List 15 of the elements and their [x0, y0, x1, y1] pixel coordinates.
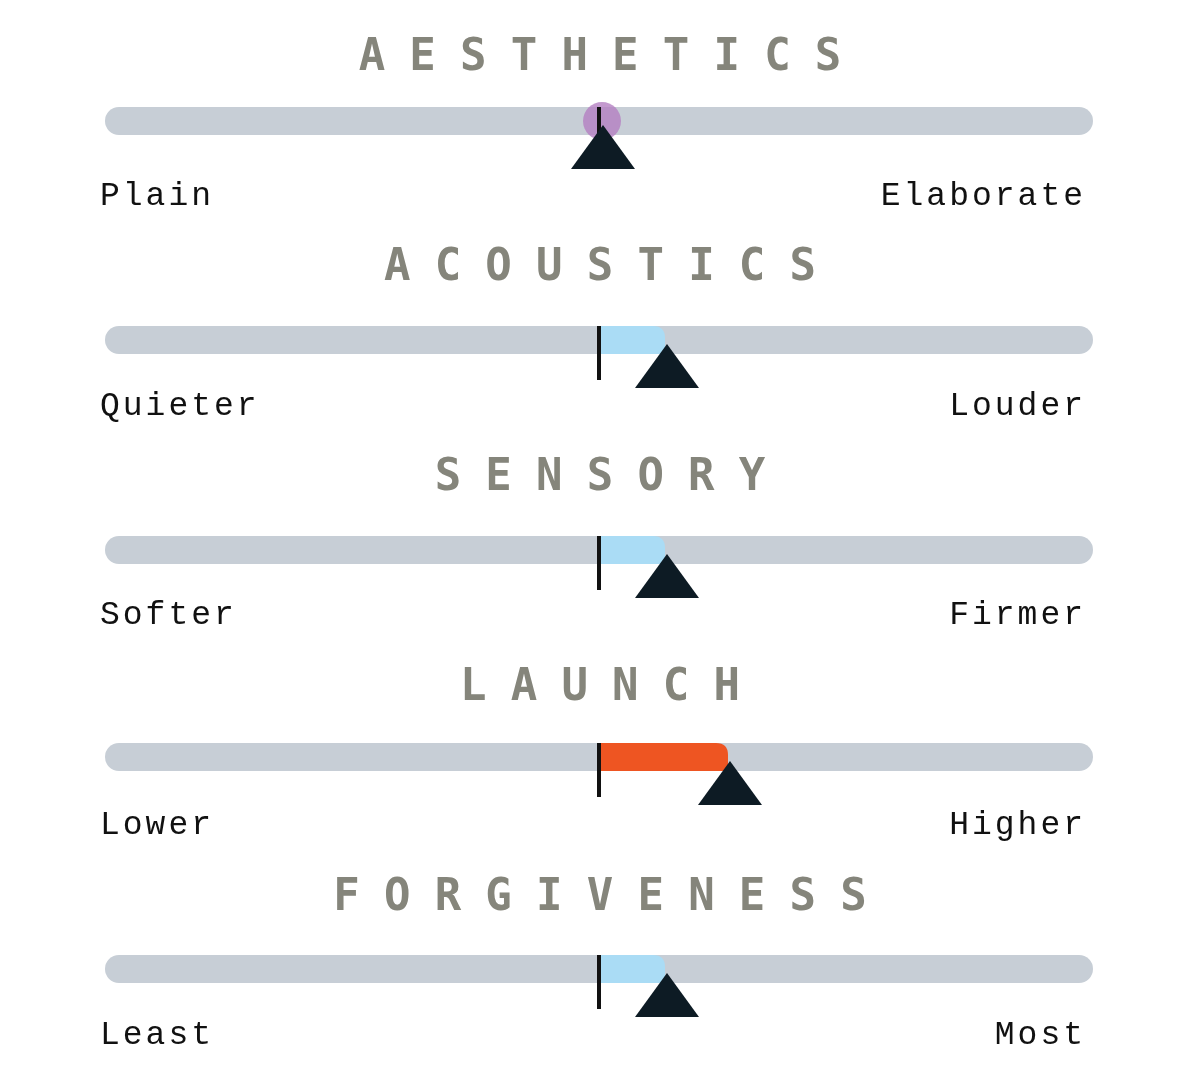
scale-min-label: Plain: [100, 178, 215, 216]
scale-max-label: Louder: [949, 388, 1086, 426]
scale-min-label: Least: [100, 1017, 215, 1055]
scale-min-label: Quieter: [100, 388, 260, 426]
scale-max-label: Higher: [949, 807, 1086, 845]
scale-max-label: Most: [994, 1017, 1086, 1055]
scale-min-label: Softer: [100, 597, 237, 635]
scale-heading: ACOUSTICS: [384, 240, 841, 290]
scale-heading: FORGIVENESS: [333, 870, 891, 920]
scale-heading: LAUNCH: [460, 660, 765, 710]
scale-max-label: Elaborate: [880, 178, 1086, 216]
scale-heading: AESTHETICS: [358, 30, 866, 80]
scale-min-label: Lower: [100, 807, 215, 845]
scale-max-label: Firmer: [949, 597, 1086, 635]
scale-heading: SENSORY: [434, 450, 790, 500]
